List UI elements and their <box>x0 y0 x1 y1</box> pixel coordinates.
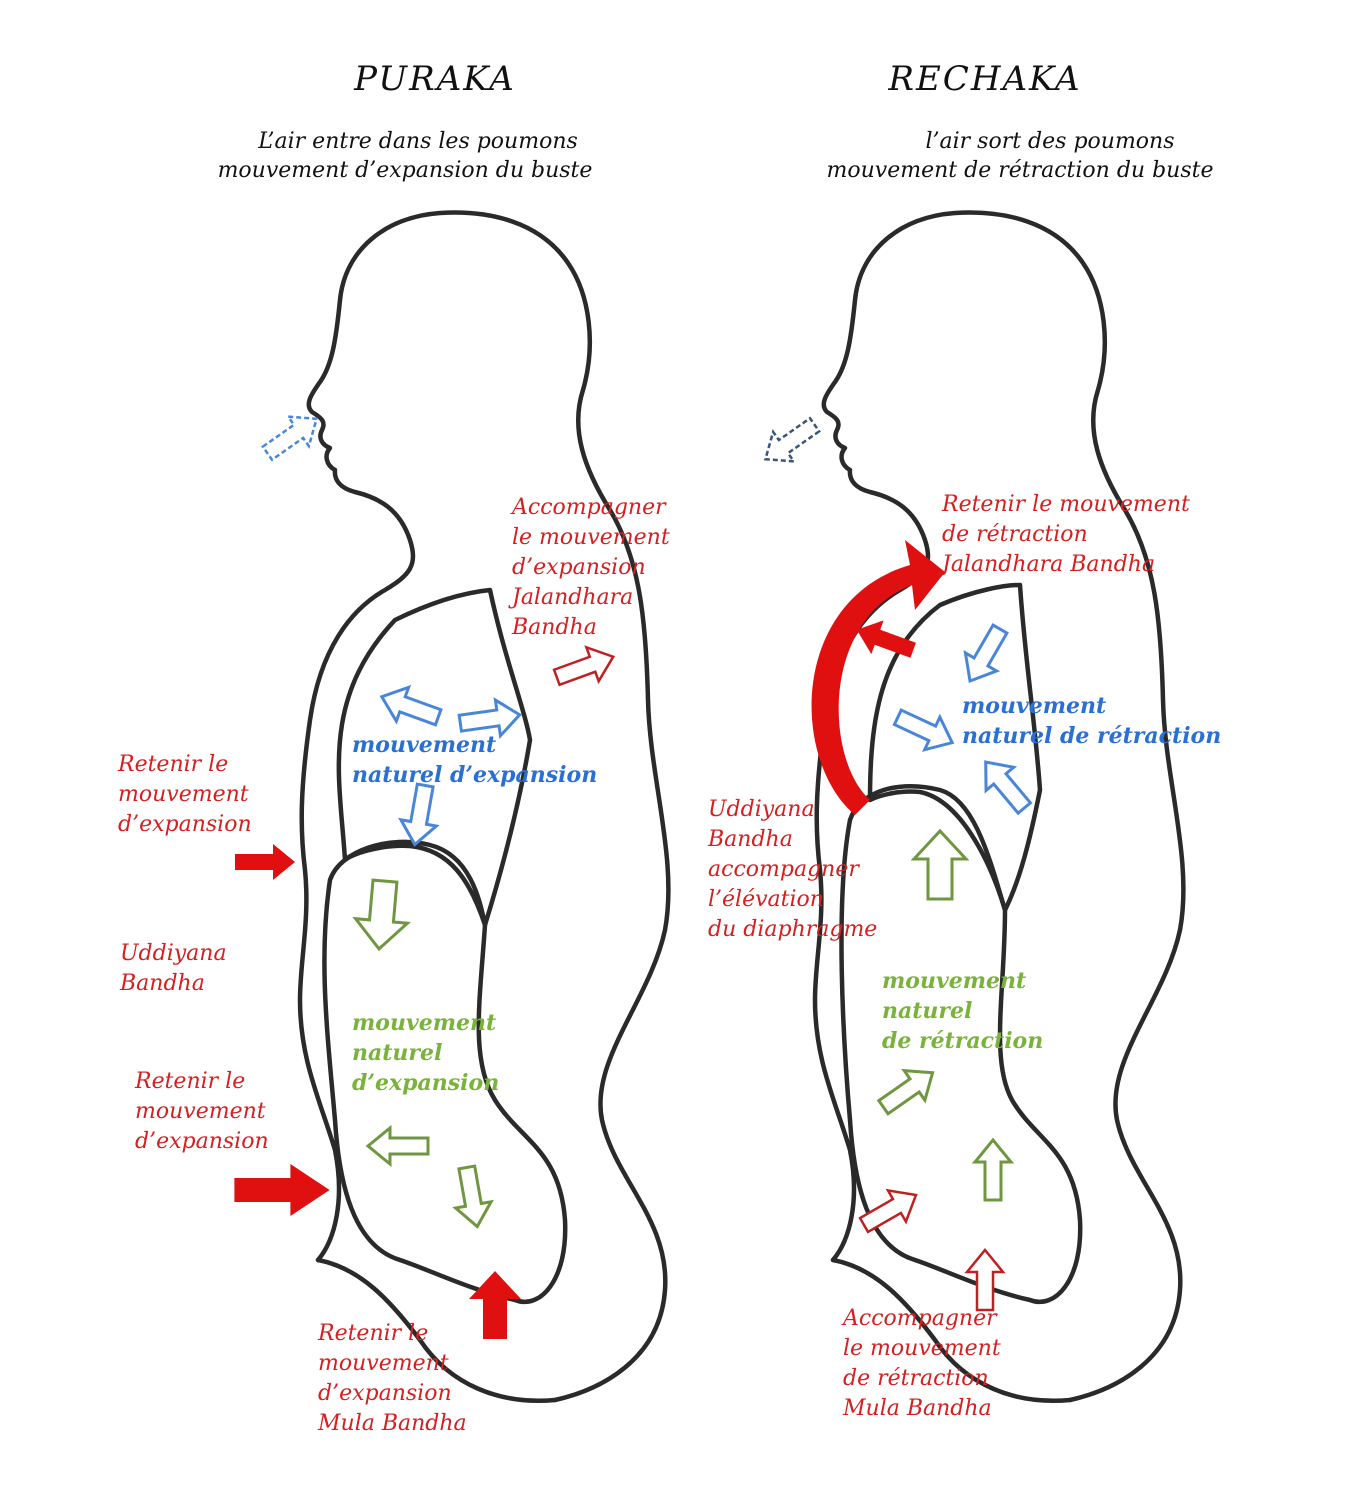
left-subtitle-line1: L’air entre dans les poumons <box>257 129 578 154</box>
right-blue-arrow-1 <box>952 618 1018 692</box>
left-red-arrow-outline <box>549 638 621 696</box>
right-air-out-arrow <box>753 408 827 476</box>
left-body-outline <box>297 210 671 1403</box>
left-blue-arrow-3 <box>395 780 445 850</box>
left-label-blue: mouvement naturel d’expansion <box>352 732 597 788</box>
left-green-arrow-1 <box>351 877 413 953</box>
left-label-chest: Retenir le mouvement d’expansion <box>117 752 256 837</box>
right-abdomen-cavity <box>839 784 1083 1304</box>
left-green-arrow-3 <box>447 1162 497 1232</box>
right-green-arrow-3 <box>973 1138 1013 1202</box>
right-blue-arrow-2 <box>888 699 962 761</box>
left-subtitle-line2: mouvement d’expansion du buste <box>218 158 593 183</box>
left-label-green: mouvement naturel d’expansion <box>352 1010 504 1096</box>
left-abdomen-cavity <box>322 839 568 1304</box>
right-label-mula: Accompagner le mouvement de rétraction M… <box>841 1306 1008 1421</box>
right-red-curved-arrow <box>811 540 945 815</box>
left-label-mula: Retenir le mouvement d’expansion Mula Ba… <box>317 1321 467 1436</box>
right-label-blue: mouvement naturel de rétraction <box>962 693 1221 749</box>
left-thigh <box>315 1257 558 1403</box>
right-label-green: mouvement naturel de rétraction <box>882 968 1043 1054</box>
right-subtitle-line1: l’air sort des poumons <box>925 129 1174 154</box>
right-lung-cavity <box>867 582 1043 913</box>
right-subtitle-line2: mouvement de rétraction du buste <box>827 158 1214 183</box>
right-green-arrow-2 <box>871 1056 945 1124</box>
right-figure: RECHAKA l’air sort des poumons mouvement… <box>707 59 1221 1421</box>
right-title: RECHAKA <box>887 59 1081 99</box>
left-label-uddiyana: Uddiyana Bandha <box>119 941 234 996</box>
right-body-outline <box>812 210 1186 1403</box>
right-thigh <box>830 1257 1073 1403</box>
left-figure: PURAKA L’air entre dans les poumons mouv… <box>117 59 677 1436</box>
left-label-top: Accompagner le mouvement d’expansion Jal… <box>508 495 677 640</box>
right-green-arrow-1 <box>912 829 968 901</box>
right-blue-arrow-3 <box>970 748 1040 822</box>
left-red-arrow-chest <box>235 844 295 880</box>
left-red-arrow-mula <box>469 1271 521 1339</box>
left-green-arrow-2 <box>366 1126 430 1166</box>
right-label-top: Retenir le mouvement de rétraction Jalan… <box>938 492 1197 577</box>
left-lung-cavity <box>336 587 533 928</box>
left-red-arrow-belly <box>234 1164 330 1216</box>
right-label-uddiyana: Uddiyana Bandha accompagner l’élévation … <box>707 797 877 942</box>
left-title: PURAKA <box>353 59 516 99</box>
left-blue-arrow-1 <box>374 678 446 736</box>
left-label-belly: Retenir le mouvement d’expansion <box>134 1069 273 1154</box>
